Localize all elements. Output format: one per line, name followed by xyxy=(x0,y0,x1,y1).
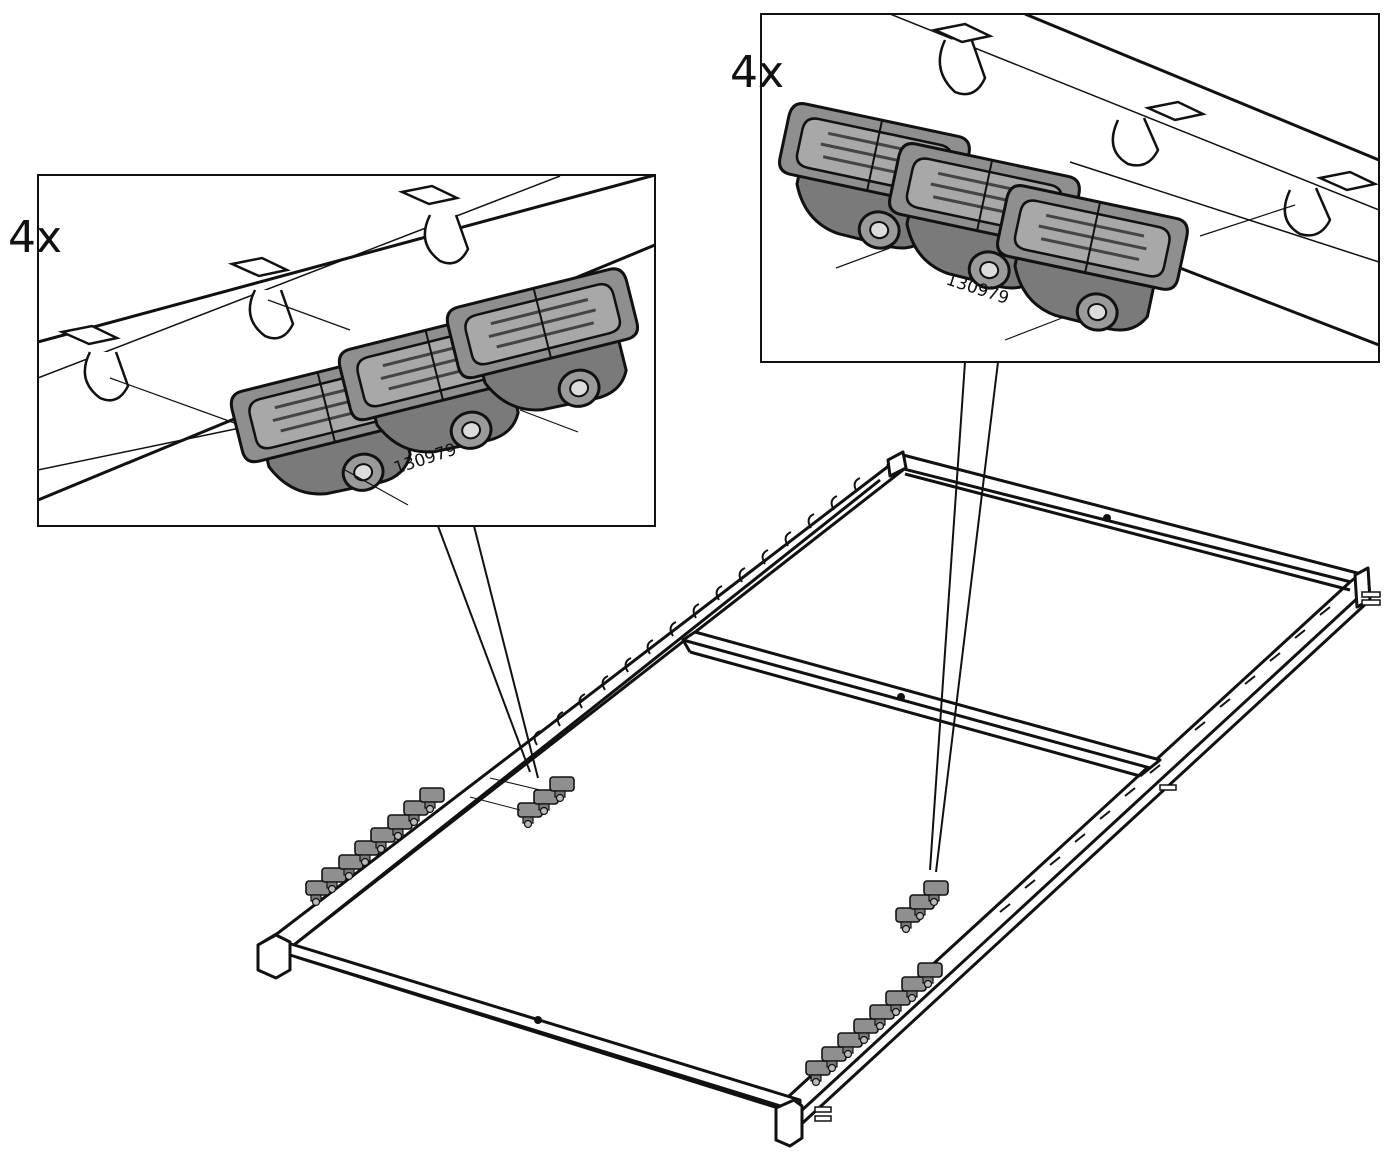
bed-frame xyxy=(256,450,1372,1148)
foot-post-right xyxy=(774,1098,804,1148)
head-post-left xyxy=(886,450,908,478)
callout-left: 4x 130979 xyxy=(8,174,656,527)
right-rail-slat-loops xyxy=(999,606,1331,913)
top-end-rail xyxy=(886,453,1367,585)
screws xyxy=(814,591,1381,1122)
inserting-clips-left xyxy=(469,776,575,829)
foot-rail xyxy=(276,938,802,1114)
right-side-rail xyxy=(774,569,1372,1142)
installed-clips-left xyxy=(305,787,445,907)
quantity-label: 4x xyxy=(730,47,784,98)
center-cross-rail xyxy=(681,630,1162,770)
inserting-clips-right xyxy=(895,880,949,934)
left-rail-slat-loops xyxy=(533,477,861,746)
foot-post-left xyxy=(256,933,292,980)
callout-leaders xyxy=(437,361,999,873)
quantity-label: 4x xyxy=(8,212,62,263)
installed-clips-right xyxy=(805,962,943,1087)
callout-right: 4x 130979 xyxy=(730,13,1380,363)
